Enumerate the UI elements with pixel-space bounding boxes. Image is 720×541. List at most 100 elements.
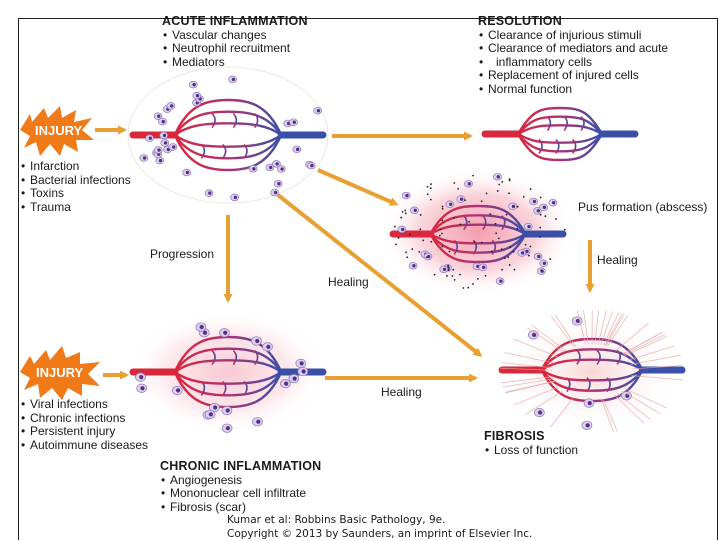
- acute-inflammation-block: ACUTE INFLAMMATION Vascular changes Neut…: [162, 15, 308, 69]
- cell-nucleus: [140, 386, 144, 390]
- speckle: [394, 226, 396, 228]
- speckle: [509, 178, 511, 180]
- resolution-title: RESOLUTION: [478, 15, 668, 29]
- cell-nucleus: [588, 401, 592, 405]
- speckle: [501, 181, 503, 183]
- cell-nucleus: [274, 191, 277, 194]
- capillary: [518, 134, 602, 143]
- cell-nucleus: [538, 410, 542, 414]
- speckle: [544, 215, 546, 217]
- speckle: [540, 214, 542, 216]
- cell-nucleus: [192, 83, 195, 86]
- fibroblast: [582, 421, 592, 430]
- speckle: [448, 269, 450, 271]
- cell-nucleus: [172, 145, 175, 148]
- cell-nucleus: [266, 345, 270, 349]
- neutrophil: [274, 180, 282, 187]
- cell-nucleus: [170, 104, 173, 107]
- cell-nucleus: [543, 262, 546, 265]
- speckle: [504, 257, 506, 259]
- speckle: [497, 190, 499, 192]
- mononuclear-cell: [135, 373, 145, 382]
- resolution-vessel-network: [485, 108, 635, 160]
- speckle: [474, 241, 476, 243]
- injury-burst-top-icon: INJURY: [20, 106, 94, 156]
- speckle: [501, 269, 503, 271]
- mononuclear-cell: [251, 337, 261, 346]
- cell-nucleus: [269, 166, 272, 169]
- speckle: [453, 217, 455, 219]
- injury-cause: Viral infections: [20, 398, 148, 412]
- speckle: [453, 182, 455, 184]
- capillary-link: [564, 117, 567, 131]
- cell-nucleus: [143, 156, 146, 159]
- healing-right-label: Healing: [597, 253, 638, 267]
- cell-nucleus: [527, 225, 530, 228]
- cell-nucleus: [499, 279, 502, 282]
- credit-line-1: Kumar et al: Robbins Basic Pathology, 9e…: [227, 513, 532, 527]
- arrow-acute-to-abscess: [318, 170, 396, 204]
- cell-nucleus: [208, 191, 211, 194]
- neutrophil: [160, 132, 168, 139]
- injury-bottom-causes: Viral infections Chronic infections Pers…: [20, 398, 148, 452]
- credit-line-2: Copyright © 2013 by Saunders, an imprint…: [227, 527, 532, 541]
- speckle: [539, 227, 541, 229]
- abscess-neutrophil: [530, 198, 538, 205]
- speckle: [495, 232, 497, 234]
- speckle: [427, 193, 429, 195]
- abscess-neutrophil: [549, 199, 557, 206]
- speckle: [549, 258, 551, 260]
- mononuclear-cell: [172, 386, 182, 395]
- cell-nucleus: [139, 375, 143, 379]
- speckle: [405, 251, 407, 253]
- speckle: [491, 251, 493, 253]
- speckle: [472, 283, 474, 285]
- mononuclear-cell: [296, 359, 306, 368]
- speckle: [420, 214, 422, 216]
- neutrophil: [231, 194, 239, 201]
- neutrophil: [140, 155, 148, 162]
- speckle: [508, 192, 510, 194]
- source-credit: Kumar et al: Robbins Basic Pathology, 9e…: [227, 513, 532, 541]
- neutrophil: [229, 76, 237, 83]
- neutrophil: [156, 157, 164, 164]
- resolution-item: Normal function: [478, 83, 668, 97]
- acute-title: ACUTE INFLAMMATION: [162, 15, 308, 29]
- cell-nucleus: [497, 175, 500, 178]
- speckle: [454, 279, 456, 281]
- chronic-item: Mononuclear cell infiltrate: [160, 487, 321, 501]
- mononuclear-cell: [298, 367, 308, 376]
- neutrophil: [161, 140, 169, 147]
- speckle: [441, 233, 443, 235]
- cell-nucleus: [176, 388, 180, 392]
- neutrophil: [154, 147, 162, 154]
- abscess-neutrophil: [465, 180, 473, 187]
- speckle: [462, 287, 464, 289]
- speckle: [452, 269, 454, 271]
- speckle: [540, 197, 542, 199]
- speckle: [477, 278, 479, 280]
- abscess-neutrophil: [540, 260, 548, 267]
- speckle: [509, 264, 511, 266]
- pus-formation-label: Pus formation (abscess): [578, 200, 707, 214]
- fibrosis-block: FIBROSIS Loss of function: [484, 430, 578, 457]
- speckle: [468, 221, 470, 223]
- cell-nucleus: [203, 331, 207, 335]
- speckle: [525, 244, 527, 246]
- cell-nucleus: [521, 251, 524, 254]
- cell-nucleus: [186, 171, 189, 174]
- chronic-item: Angiogenesis: [160, 474, 321, 488]
- speckle: [489, 213, 491, 215]
- cell-nucleus: [427, 255, 430, 258]
- speckle: [506, 214, 508, 216]
- abscess-neutrophil: [457, 196, 465, 203]
- speckle: [460, 223, 462, 225]
- cell-nucleus: [293, 377, 297, 381]
- capillary: [518, 134, 602, 160]
- speckle: [485, 275, 487, 277]
- speckle: [514, 269, 516, 271]
- speckle: [523, 196, 525, 198]
- abscess-neutrophil: [534, 253, 542, 260]
- cell-nucleus: [405, 194, 408, 197]
- mononuclear-cell: [222, 424, 232, 433]
